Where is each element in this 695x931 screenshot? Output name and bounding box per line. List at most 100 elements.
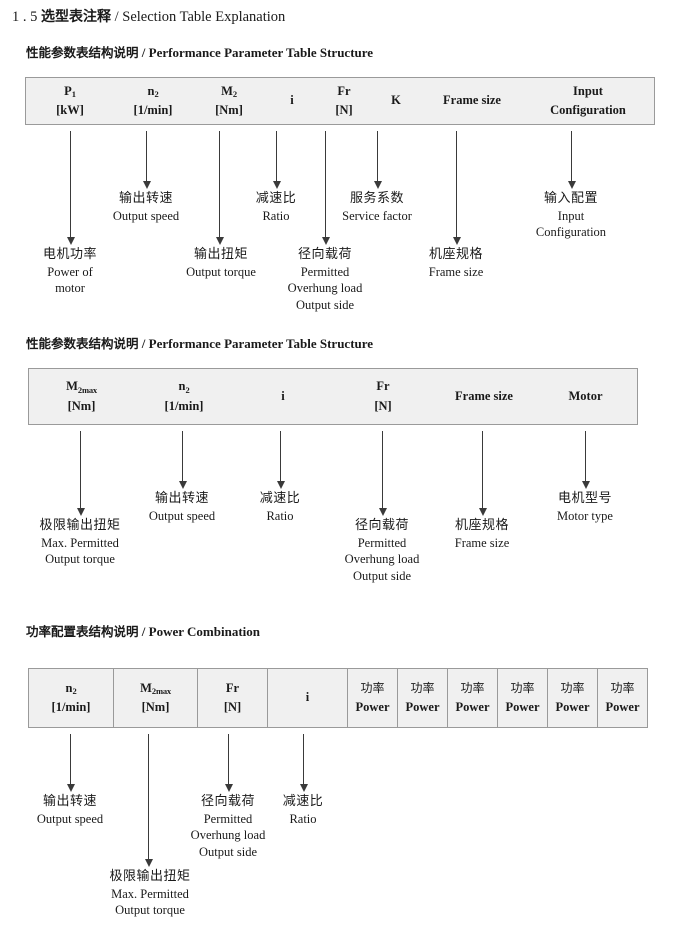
- annotation-overhung-load-en-3: Output side: [296, 298, 354, 313]
- annotation-ratio-2-cn: 减速比: [259, 491, 301, 506]
- section-1-heading-separator: /: [141, 45, 146, 60]
- annotation-overhung-load-en-1: Permitted: [300, 264, 350, 279]
- table3-col-n2-unit: [1/min]: [51, 700, 91, 714]
- arrow-to-input-configuration: [567, 131, 576, 189]
- section-1-heading-en: Performance Parameter Table Structure: [148, 45, 374, 60]
- arrow-to-output-speed-2: [178, 431, 187, 489]
- annotation-overhung-load-cn: 径向载荷: [297, 247, 353, 262]
- annotation-output-speed-cn: 输出转速: [118, 191, 173, 206]
- performance-parameter-table-1: P1 [kW] n2 [1/min] M2 [Nm] i Fr [N] K Fr…: [25, 77, 655, 125]
- table3-col-power-2-en: Power: [405, 699, 440, 714]
- arrow-to-max-permitted-output-torque-3: [144, 734, 153, 867]
- arrow-to-output-speed: [142, 131, 151, 189]
- annotation-service-factor: 服务系数 Service factor: [342, 190, 412, 224]
- table2-col-frame-size-label: Frame size: [455, 388, 513, 403]
- table3-col-power-1-cn: 功率: [360, 681, 385, 696]
- annotation-motor-type-en-1: Motor type: [557, 508, 613, 523]
- annotation-input-configuration-cn: 输入配置: [543, 191, 599, 206]
- table2-col-i-symbol: i: [281, 388, 285, 403]
- annotation-ratio: 减速比 Ratio: [256, 190, 297, 224]
- annotation-ratio-3-en-1: Ratio: [289, 811, 317, 826]
- page-title-separator: /: [114, 9, 119, 25]
- annotation-input-configuration-en-2: Configuration: [535, 225, 607, 240]
- annotation-frame-size-en-1: Frame size: [428, 264, 484, 279]
- annotation-input-configuration-en-1: Input: [557, 208, 585, 223]
- page-title-cn: 选型表注释: [41, 9, 111, 25]
- annotation-overhung-load-2-cn: 径向载荷: [354, 518, 410, 533]
- table3-col-power-2-cn: 功率: [410, 681, 435, 696]
- table3-col-power-5-en: Power: [555, 699, 590, 714]
- annotation-output-speed-en-1: Output speed: [112, 208, 180, 223]
- annotation-overhung-load-3-en-3: Output side: [199, 845, 257, 860]
- power-combination-table: n2 [1/min] M2max [Nm] Fr [N] i 功率 Power …: [28, 668, 648, 728]
- section-2-heading-cn: 性能参数表结构说明: [26, 336, 139, 351]
- annotation-output-speed-3: 输出转速 Output speed: [37, 793, 103, 827]
- annotation-overhung-load: 径向载荷 Permitted Overhung load Output side: [288, 246, 363, 314]
- annotation-power-of-motor-en-2: motor: [55, 281, 85, 296]
- annotation-max-permitted-output-torque-en-1: Max. Permitted: [41, 535, 119, 550]
- annotation-output-speed: 输出转速 Output speed: [113, 190, 179, 224]
- table3-col-fr-symbol: Fr: [225, 680, 240, 695]
- annotation-overhung-load-3-en-1: Permitted: [203, 811, 253, 826]
- table1-col-frame-size: Frame size: [422, 78, 522, 124]
- table3-col-power-4-cn: 功率: [510, 681, 535, 696]
- table3-col-m2max-subscript: 2max: [151, 686, 171, 697]
- table1-col-fr-unit: [N]: [335, 103, 353, 117]
- annotation-power-of-motor-en-1: Power of: [47, 264, 93, 279]
- table3-col-n2: n2 [1/min]: [29, 669, 113, 727]
- table2-col-n2-subscript: 2: [185, 384, 190, 395]
- table2-col-n2-unit: [1/min]: [164, 398, 204, 413]
- annotation-max-permitted-output-torque-3: 极限输出扭矩 Max. Permitted Output torque: [109, 868, 190, 919]
- section-3-heading: 功率配置表结构说明 / Power Combination: [26, 621, 260, 640]
- annotation-max-permitted-output-torque-3-en-2: Output torque: [115, 903, 185, 918]
- annotation-overhung-load-2-en-3: Output side: [353, 569, 411, 584]
- table3-col-i-symbol: i: [305, 690, 310, 705]
- annotation-overhung-load-3-en-2: Overhung load: [190, 828, 266, 843]
- annotation-overhung-load-2-en-1: Permitted: [357, 535, 407, 550]
- table2-col-fr-unit: [N]: [374, 398, 392, 413]
- annotation-output-speed-2: 输出转速 Output speed: [149, 490, 215, 524]
- annotation-service-factor-cn: 服务系数: [349, 191, 405, 206]
- annotation-output-speed-3-en-1: Output speed: [36, 811, 104, 826]
- table3-col-fr-unit: [N]: [223, 700, 242, 714]
- table3-col-power-5: 功率 Power: [547, 669, 597, 727]
- table3-col-power-5-cn: 功率: [560, 681, 585, 696]
- table2-col-motor: Motor: [534, 369, 637, 424]
- table1-col-n2: n2 [1/min]: [114, 78, 192, 124]
- table1-col-i: i: [266, 78, 318, 124]
- table1-col-input-configuration: Input Configuration: [522, 78, 654, 124]
- annotation-output-torque-en-1: Output torque: [186, 264, 256, 279]
- table1-col-input-configuration-line2: Configuration: [550, 103, 626, 117]
- annotation-ratio-3-cn: 减速比: [282, 794, 324, 809]
- table3-col-i: i: [267, 669, 347, 727]
- arrow-to-output-torque: [215, 131, 224, 245]
- annotation-overhung-load-2-en-2: Overhung load: [344, 552, 420, 567]
- annotation-max-permitted-output-torque-en-2: Output torque: [45, 552, 115, 567]
- annotation-frame-size-2: 机座规格 Frame size: [455, 517, 510, 551]
- table1-col-k: K: [370, 78, 422, 124]
- table1-col-frame-size-label: Frame size: [443, 93, 501, 108]
- arrow-to-service-factor: [373, 131, 382, 189]
- annotation-overhung-load-en-2: Overhung load: [287, 281, 363, 296]
- section-3-heading-separator: /: [141, 624, 146, 639]
- annotation-output-torque-cn: 输出扭矩: [193, 247, 249, 262]
- table2-col-n2: n2 [1/min]: [134, 369, 234, 424]
- arrow-to-ratio-2: [276, 431, 285, 489]
- arrow-to-max-permitted-output-torque: [76, 431, 85, 516]
- section-3-heading-en: Power Combination: [148, 624, 260, 639]
- table1-col-fr: Fr [N]: [318, 78, 370, 124]
- table1-col-n2-subscript: 2: [154, 89, 159, 100]
- annotation-overhung-load-3: 径向载荷 Permitted Overhung load Output side: [191, 793, 266, 861]
- annotation-ratio-en-1: Ratio: [262, 208, 290, 223]
- table2-col-m2max: M2max [Nm]: [29, 369, 134, 424]
- arrow-to-output-speed-3: [66, 734, 75, 792]
- table2-col-i: i: [234, 369, 332, 424]
- table1-col-p1-symbol: P: [64, 83, 72, 98]
- arrow-to-overhung-load-2: [378, 431, 387, 516]
- annotation-max-permitted-output-torque-cn: 极限输出扭矩: [39, 518, 121, 533]
- table1-col-p1: P1 [kW]: [26, 78, 114, 124]
- arrow-to-ratio-3: [299, 734, 308, 792]
- section-2-heading-en: Performance Parameter Table Structure: [148, 336, 374, 351]
- arrow-to-motor-type: [581, 431, 590, 489]
- table1-col-k-symbol: K: [391, 93, 401, 108]
